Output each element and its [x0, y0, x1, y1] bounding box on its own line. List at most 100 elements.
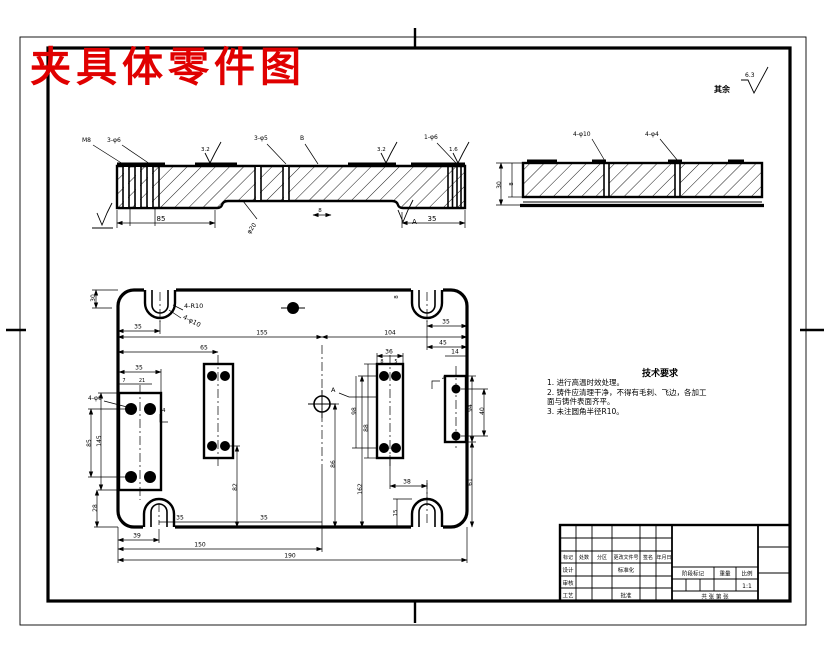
dim-label: 21 — [139, 378, 145, 384]
hole — [451, 431, 461, 441]
rev-header: 分区 — [597, 554, 607, 561]
callout-label: 4-φ4 — [645, 131, 659, 138]
dim-label: 104 — [384, 330, 396, 337]
pocket-outline — [202, 362, 235, 460]
svg-text:1.6: 1.6 — [449, 147, 458, 153]
side-slot-lines — [603, 163, 681, 197]
hole — [451, 384, 461, 394]
roughness-note-value: 6.3 — [745, 72, 755, 79]
hole — [379, 371, 389, 381]
top-pad — [195, 162, 237, 167]
dim-label: 150 — [194, 542, 206, 549]
weight-label: 重量 — [719, 570, 731, 578]
callout-label: 3-φ6 — [107, 137, 121, 144]
role-label: 审核 — [562, 579, 574, 587]
pocket-outline — [443, 374, 468, 444]
holes — [125, 302, 461, 483]
roughness-mark: 1.6 — [449, 141, 470, 165]
callout-label: 4-φ6 — [88, 395, 102, 402]
roughness-check-icon — [380, 141, 398, 165]
svg-text:3.2: 3.2 — [201, 147, 210, 153]
dim-label: 85 — [86, 439, 93, 447]
dim-label: 8 — [318, 208, 322, 214]
hole — [220, 371, 230, 381]
front-section-view: M8 3-φ6 3-φ5 B 1-φ6 3.2 3.2 1.6 A — [82, 134, 470, 236]
inner-border — [46, 46, 792, 603]
datum-label: A — [412, 218, 417, 226]
role-label: 标准化 — [618, 566, 635, 574]
section-body — [521, 161, 764, 199]
dim-label: 86 — [330, 460, 337, 468]
dim-label: 35 — [428, 215, 437, 223]
dim-label: 38 — [403, 479, 411, 486]
plan-view: 4-R10 4-φ10 4-φ6 A 4 4 30 35 155 — [86, 286, 488, 563]
dim-label: 145 — [96, 435, 103, 447]
hole — [220, 441, 230, 451]
surface-roughness-note: 其余 6.3 — [714, 66, 769, 95]
top-pad — [348, 162, 396, 167]
hole — [391, 443, 401, 453]
hole — [144, 403, 156, 415]
dim-label: 7 — [122, 378, 125, 384]
callout-label: 4 — [442, 376, 446, 382]
plan-dimensions: 30 35 155 104 65 35 45 8 36 8 5 14 — [86, 289, 488, 563]
svg-text:3.2: 3.2 — [377, 147, 386, 153]
dim-label: 88 — [363, 424, 370, 432]
callout-label: B — [300, 135, 304, 142]
hole — [125, 471, 137, 483]
dim-label: 28 — [92, 504, 99, 512]
hole — [144, 471, 156, 483]
left-slot-lines — [122, 166, 160, 207]
dim-label: 8 — [394, 295, 400, 299]
rev-header: 处数 — [579, 554, 589, 561]
side-section-view: 4-φ10 4-φ4 30 8 — [496, 131, 764, 208]
pockets — [117, 362, 468, 492]
dim-label: 40 — [479, 407, 486, 415]
middle-slot-lines — [254, 166, 290, 201]
dim-label: 35 — [442, 319, 450, 326]
rev-header: 标记 — [563, 554, 573, 561]
callout-label: 4-R10 — [184, 302, 203, 310]
role-label: 工艺 — [562, 593, 574, 600]
centerlines — [139, 292, 457, 525]
roughness-check-icon — [741, 66, 769, 95]
role-label: 设计 — [562, 566, 574, 574]
drawing-frame — [6, 28, 824, 626]
tech-req-line: 2. 铸件应清理干净，不得有毛刺、飞边，各加工 — [547, 387, 707, 397]
dim-label: 8 — [509, 182, 515, 186]
hole — [125, 403, 137, 415]
roughness-mark: 3.2 — [377, 141, 398, 165]
dim-label: 35 — [176, 515, 184, 522]
tech-req-line: 面与铸件表面齐平。 — [547, 397, 615, 406]
dim-label: 30 — [90, 294, 97, 302]
dim-label: 61 — [467, 478, 474, 486]
hole — [207, 371, 217, 381]
plan-callouts: 4-R10 4-φ10 4-φ6 A 4 4 — [88, 302, 446, 423]
dim-label: 15 — [393, 509, 399, 516]
section-body — [115, 164, 467, 210]
dim-label: 35 — [134, 324, 142, 331]
tech-requirements-heading: 技术要求 — [642, 369, 679, 379]
callout-label: 4 — [162, 408, 166, 414]
roughness-mark: 3.2 — [201, 141, 222, 165]
top-pad — [411, 162, 465, 167]
right-slot-lines — [447, 166, 462, 208]
dim-label: 5 — [394, 359, 397, 365]
scale-label: 比例 — [741, 570, 753, 578]
title-block: 标记 处数 分区 更改文件号 签名 年月日 设计 标准化 审核 工艺 批准 阶段… — [558, 523, 792, 603]
dim-label: 36 — [385, 349, 393, 356]
top-pad — [592, 159, 606, 164]
role-label: 批准 — [620, 592, 632, 600]
dim-label: 85 — [157, 215, 166, 223]
dim-label: 8 — [380, 359, 383, 365]
stage-label: 阶段标记 — [682, 570, 705, 578]
side-dimensions: 30 8 — [496, 162, 523, 206]
dim-label: 35 — [135, 365, 143, 372]
dim-label: 155 — [256, 330, 268, 337]
top-pad — [527, 159, 557, 164]
hole — [379, 443, 389, 453]
dim-label: φ20 — [246, 222, 258, 236]
rev-header: 更改文件号 — [613, 554, 638, 561]
roughness-check-icon — [452, 141, 470, 165]
